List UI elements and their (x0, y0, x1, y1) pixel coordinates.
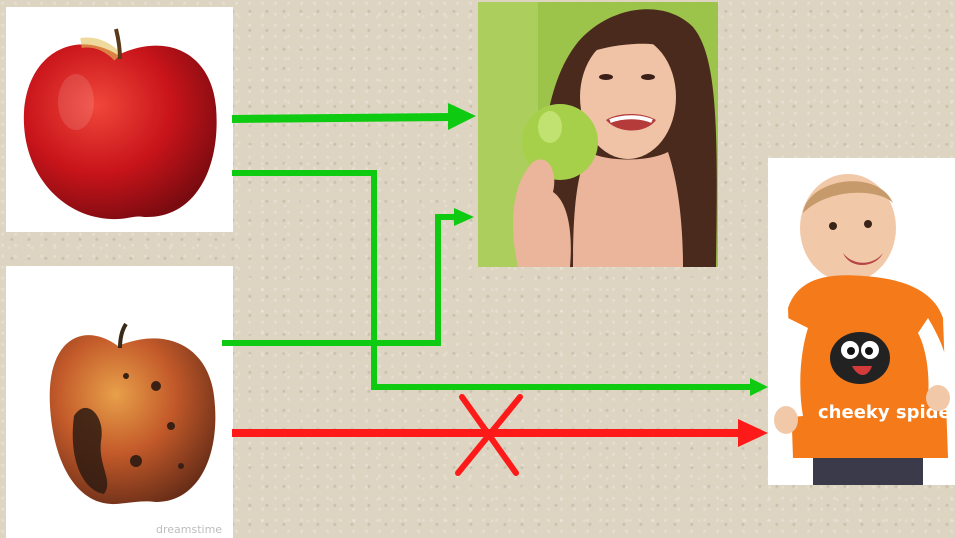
arrow-rotten-to-woman (222, 217, 456, 343)
arrowhead-rotten-to-baby (738, 419, 768, 447)
arrowhead-rotten-to-woman (454, 208, 474, 226)
arrowhead-fresh-to-woman (448, 103, 476, 130)
arrow-fresh-to-baby (232, 173, 752, 387)
arrowhead-fresh-to-baby (750, 378, 768, 396)
arrow-fresh-to-woman (232, 117, 452, 119)
